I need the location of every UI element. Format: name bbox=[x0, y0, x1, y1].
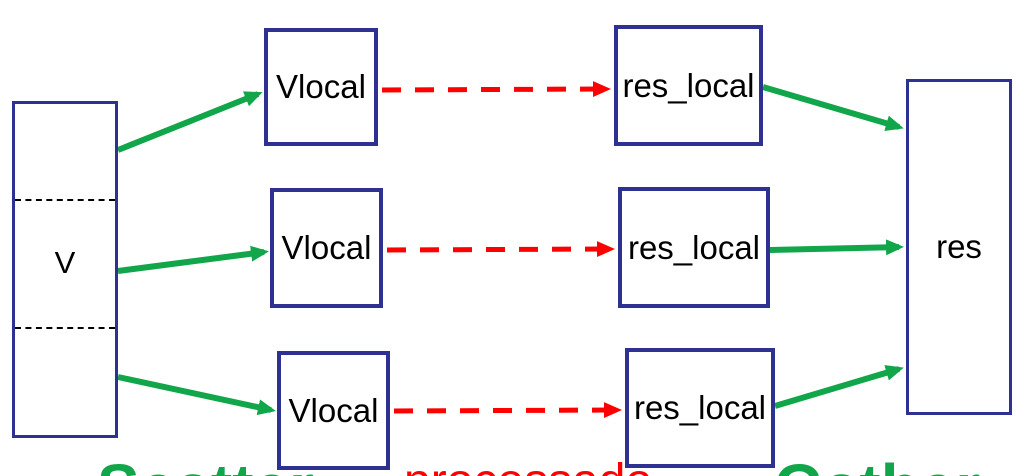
v-partition-line-2 bbox=[15, 327, 115, 329]
node-res: res bbox=[906, 79, 1012, 415]
process-arrow-2 bbox=[386, 241, 615, 258]
vlocal-label: Vlocal bbox=[281, 229, 372, 266]
gather-arrow-1 bbox=[762, 84, 904, 132]
scatter-arrow-3 bbox=[117, 374, 276, 416]
node-vlocal-1: Vlocal bbox=[264, 28, 378, 146]
caption-scatter: Scatter bbox=[97, 452, 314, 476]
res-local-label: res_local bbox=[622, 66, 755, 104]
node-res-local-2: res_local bbox=[618, 187, 770, 308]
vlocal-label: Vlocal bbox=[288, 391, 379, 429]
vlocal-label: Vlocal bbox=[276, 68, 366, 105]
res-local-label: res_local bbox=[633, 389, 767, 426]
v-partition-line-1 bbox=[15, 199, 115, 201]
node-vlocal-2: Vlocal bbox=[270, 188, 383, 308]
res-local-label: res_local bbox=[627, 228, 761, 266]
caption-gather: Gather bbox=[774, 452, 980, 476]
scatter-arrow-1 bbox=[116, 91, 263, 153]
node-res-local-3: res_local bbox=[625, 348, 775, 468]
node-v: V bbox=[12, 101, 118, 438]
node-vlocal-3: Vlocal bbox=[277, 351, 390, 470]
caption-process: processado bbox=[404, 455, 652, 476]
process-arrow-1 bbox=[381, 81, 611, 98]
process-arrow-3 bbox=[393, 402, 622, 419]
gather-arrow-3 bbox=[774, 365, 904, 409]
node-res-local-1: res_local bbox=[614, 25, 763, 146]
v-label: V bbox=[54, 245, 76, 280]
res-label: res bbox=[936, 228, 982, 265]
gather-arrow-2 bbox=[769, 239, 904, 256]
scatter-arrow-2 bbox=[117, 245, 269, 274]
